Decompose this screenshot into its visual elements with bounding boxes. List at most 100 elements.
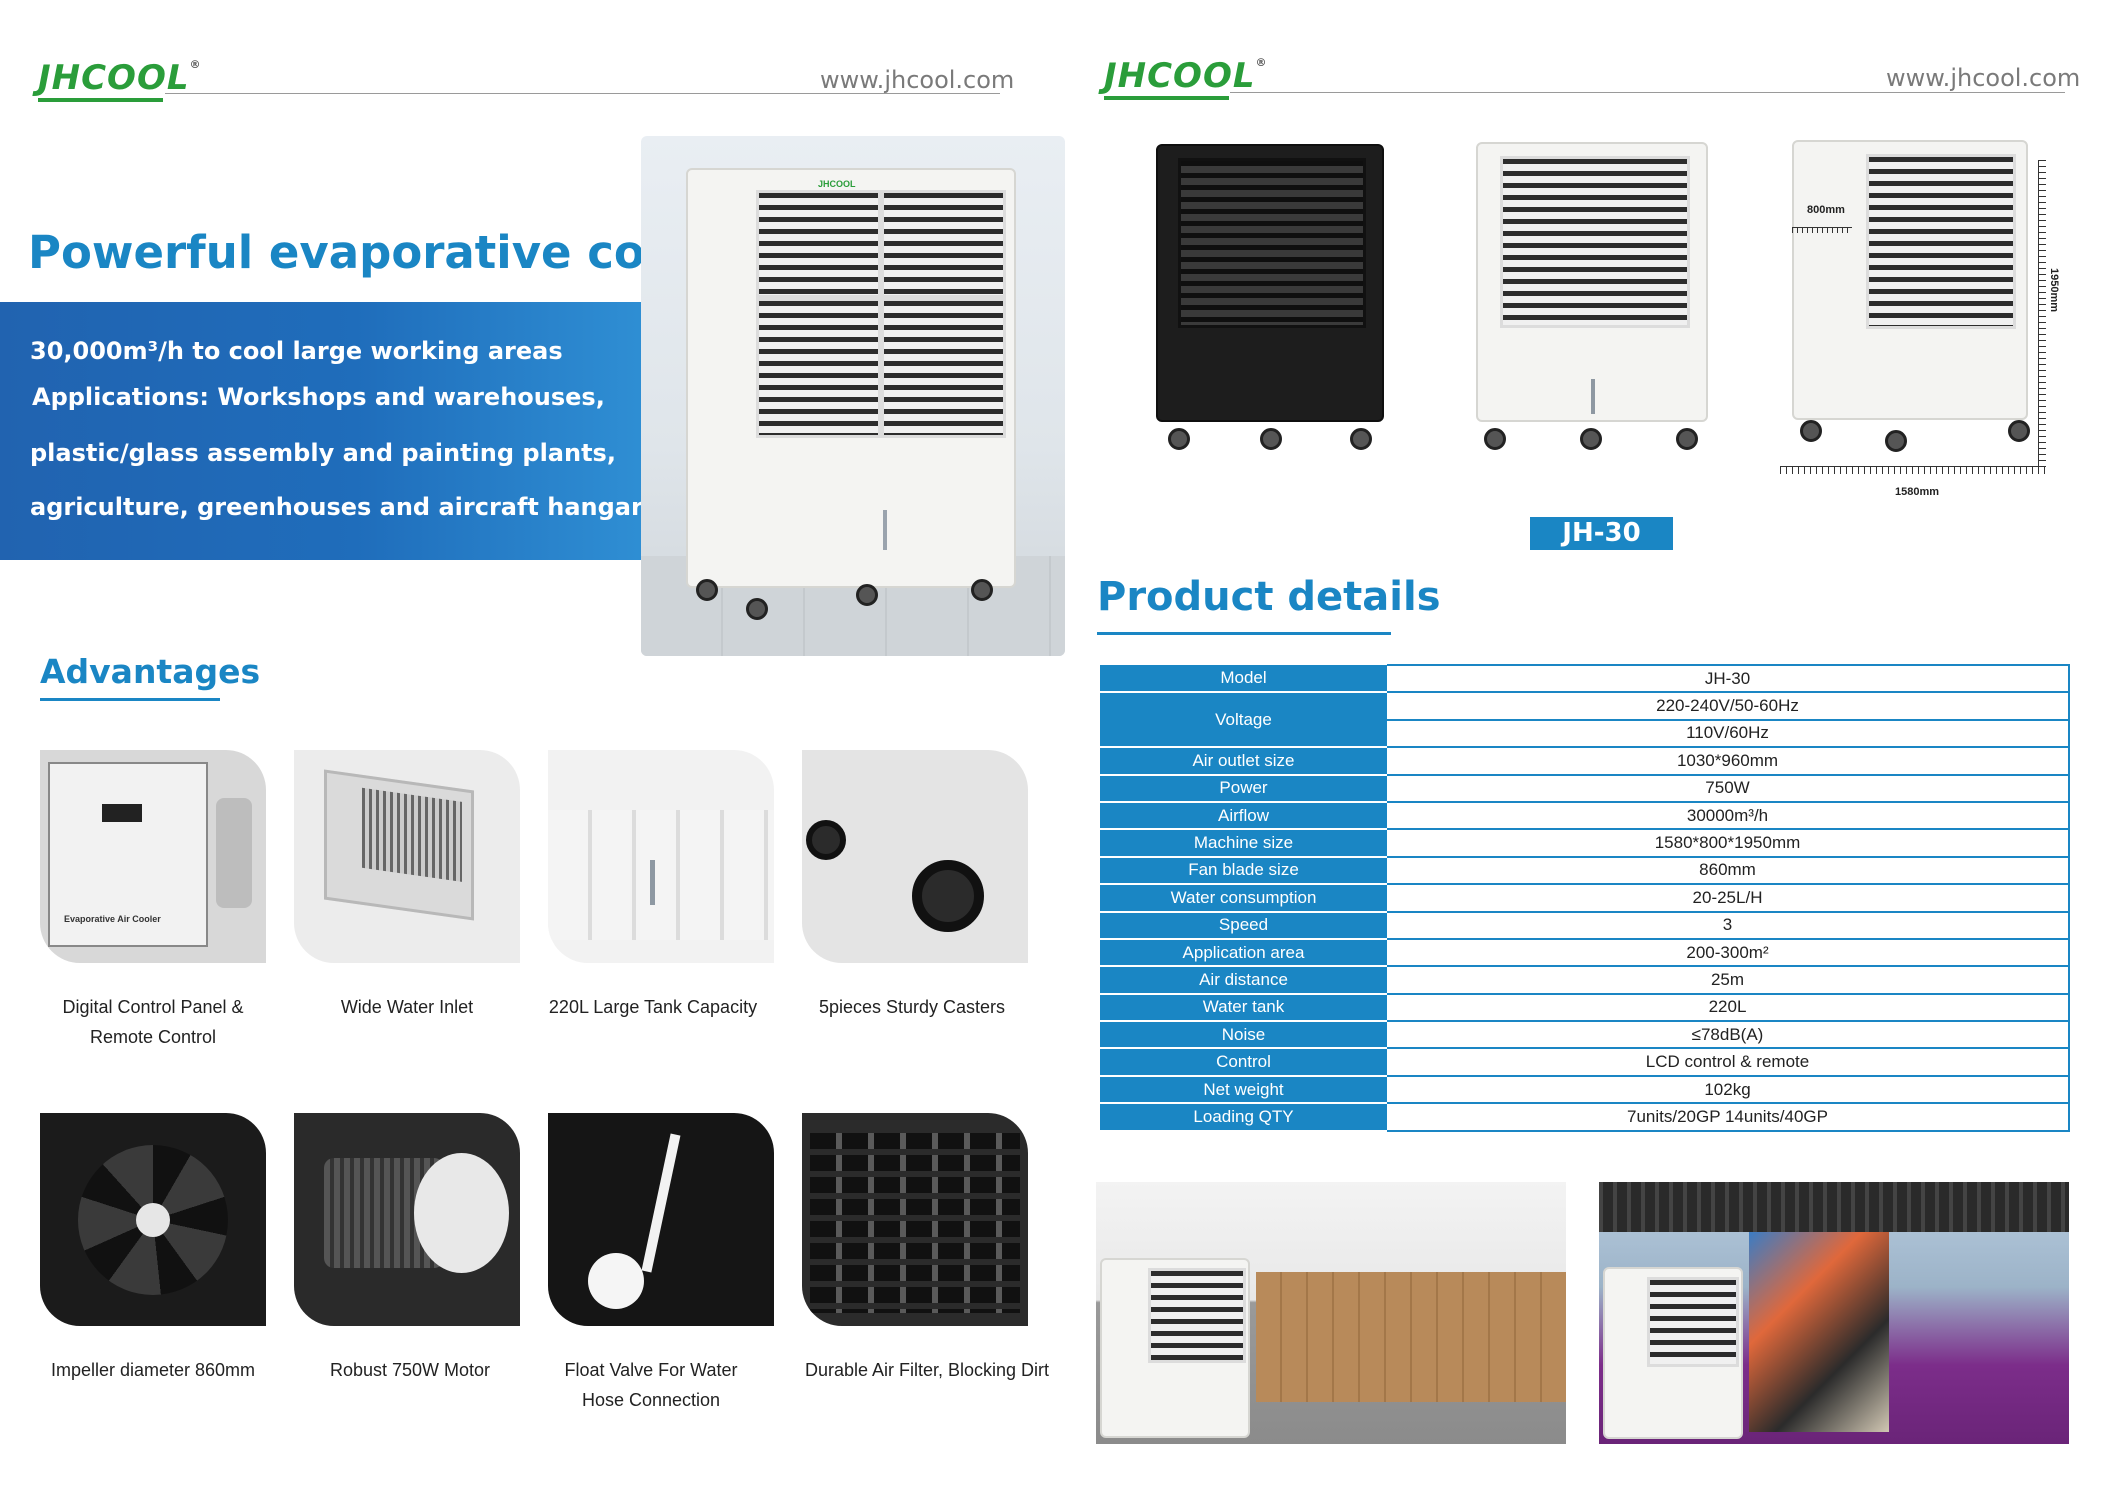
- white-grille: [1500, 156, 1690, 328]
- caption-line: Impeller diameter 860mm: [50, 1360, 256, 1380]
- table-row: Airflow 30000m³/h: [1100, 801, 2070, 831]
- table-row: Air distance 25m: [1100, 966, 2070, 995]
- black-grille: [1178, 158, 1366, 328]
- advantages-title: Advantages: [40, 652, 261, 691]
- table-row: Control LCD control & remote: [1100, 1048, 2070, 1077]
- table-row: Voltage 220-240V/50-60Hz: [1100, 692, 2070, 749]
- spec-value: 30000m³/h: [1387, 801, 2070, 831]
- right-logo-underline: [1104, 96, 1229, 100]
- thumb-water-tank: [548, 750, 774, 963]
- right-website-link[interactable]: www.jhcool.com: [1886, 64, 2081, 92]
- float-ball: [588, 1253, 644, 1309]
- caption-water-tank: 220L Large Tank Capacity: [523, 992, 783, 1022]
- event-photo: [1599, 1182, 2069, 1444]
- spec-value: ≤78dB(A): [1387, 1021, 2070, 1050]
- panel-display: [102, 804, 142, 822]
- logo-mark: ®: [1255, 56, 1268, 69]
- spec-key: Net weight: [1100, 1075, 1387, 1105]
- table-row: Machine size 1580*800*1950mm: [1100, 829, 2070, 858]
- spec-key: Noise: [1100, 1021, 1387, 1050]
- right-logo: JHCOOL®: [1104, 56, 1268, 96]
- white-tank-window: [1591, 379, 1595, 414]
- spec-key: Control: [1100, 1048, 1387, 1077]
- table-row: Application area 200-300m²: [1100, 938, 2070, 968]
- spec-key: Model: [1100, 665, 1387, 694]
- spec-table: Model JH-30 Voltage 220-240V/50-60Hz 110…: [1100, 663, 2070, 1132]
- right-header-line: [1230, 92, 2065, 93]
- impeller-hub: [136, 1203, 170, 1237]
- hero-cooler-logo: JHCOOL: [818, 179, 856, 189]
- spec-key: Machine size: [1100, 829, 1387, 858]
- details-title: Product details: [1097, 574, 1441, 620]
- spec-key: Water tank: [1100, 993, 1387, 1023]
- spec-value: JH-30: [1387, 663, 2070, 694]
- caption-water-inlet: Wide Water Inlet: [277, 992, 537, 1022]
- spec-value: 25m: [1387, 966, 2070, 995]
- left-logo-underline: [38, 98, 163, 102]
- caption-float-valve: Float Valve For Water Hose Connection: [521, 1355, 781, 1415]
- caption-line: Wide Water Inlet: [340, 997, 474, 1017]
- spec-key: Power: [1100, 774, 1387, 803]
- table-row: Model JH-30: [1100, 663, 2070, 694]
- spec-value: 3: [1387, 911, 2070, 940]
- product-view-dimension: [1780, 130, 2100, 510]
- dim-cooler-body: [1792, 140, 2028, 420]
- caption-line: Hose Connection: [581, 1390, 721, 1410]
- caption-line: Remote Control: [89, 1027, 217, 1047]
- hero-line-3: plastic/glass assembly and painting plan…: [30, 439, 616, 467]
- caption-line: Digital Control Panel &: [62, 997, 244, 1017]
- black-cooler-body: [1156, 144, 1384, 422]
- details-underline: [1097, 632, 1391, 635]
- float-valve-icon: [641, 1133, 681, 1273]
- caption-air-filter: Durable Air Filter, Blocking Dirt: [777, 1355, 1077, 1385]
- thumb-motor: [294, 1113, 520, 1326]
- table-row: Noise ≤78dB(A): [1100, 1021, 2070, 1050]
- thumb-impeller: [40, 1113, 266, 1326]
- spec-key: Speed: [1100, 911, 1387, 940]
- product-view-white: [1470, 140, 1714, 460]
- table-row: Water consumption 20-25L/H: [1100, 884, 2070, 913]
- caption-casters: 5pieces Sturdy Casters: [782, 992, 1042, 1022]
- hero-cooler-body: JHCOOL: [686, 168, 1016, 588]
- event-cooler-grille: [1647, 1277, 1739, 1367]
- thumb-control-panel: Evaporative Air Cooler: [40, 750, 266, 963]
- black-caster-3: [1350, 428, 1372, 450]
- hero-tank-window: [883, 510, 887, 550]
- dim-width-label: 1580mm: [1895, 486, 1940, 498]
- spec-key: Loading QTY: [1100, 1103, 1387, 1132]
- spec-key: Application area: [1100, 938, 1387, 968]
- spec-value: 750W: [1387, 774, 2070, 803]
- spec-value: 860mm: [1387, 856, 2070, 886]
- caption-line: Float Valve For Water: [564, 1360, 738, 1380]
- dim-caster-3: [2008, 420, 2030, 442]
- spec-value: 102kg: [1387, 1075, 2070, 1105]
- dim-depth-label: 800mm: [1807, 204, 1845, 216]
- left-website-link[interactable]: www.jhcool.com: [820, 66, 1015, 94]
- hero-grille-divider-v: [878, 190, 884, 438]
- left-logo: JHCOOL®: [38, 58, 202, 98]
- model-tag: JH-30: [1530, 517, 1673, 550]
- water-tank-icon: [548, 810, 774, 940]
- spec-value: 1580*800*1950mm: [1387, 829, 2070, 858]
- spec-key: Air outlet size: [1100, 747, 1387, 776]
- hero-grille-divider-h: [756, 295, 1006, 301]
- spec-value: 110V/60Hz: [1387, 719, 2070, 749]
- thumb-air-filter: [802, 1113, 1028, 1326]
- logo-mark: ®: [189, 58, 202, 71]
- hero-title: Powerful evaporative cooler: [28, 226, 744, 279]
- table-row: Air outlet size 1030*960mm: [1100, 747, 2070, 776]
- hero-line-1: 30,000m³/h to cool large working areas: [30, 337, 563, 365]
- spec-key: Water consumption: [1100, 884, 1387, 913]
- hero-caster-2: [746, 598, 768, 620]
- white-cooler-body: [1476, 142, 1708, 422]
- hero-line-2: Applications: Workshops and warehouses,: [32, 383, 605, 411]
- hero-caster-4: [971, 579, 993, 601]
- table-row: Speed 3: [1100, 911, 2070, 940]
- panel-label: Evaporative Air Cooler: [64, 914, 161, 924]
- spec-value: 1030*960mm: [1387, 747, 2070, 776]
- table-row: 110V/60Hz: [1100, 719, 2070, 749]
- event-cooler: [1603, 1267, 1743, 1439]
- advantages-underline: [40, 698, 220, 701]
- black-caster-1: [1168, 428, 1190, 450]
- white-caster-1: [1484, 428, 1506, 450]
